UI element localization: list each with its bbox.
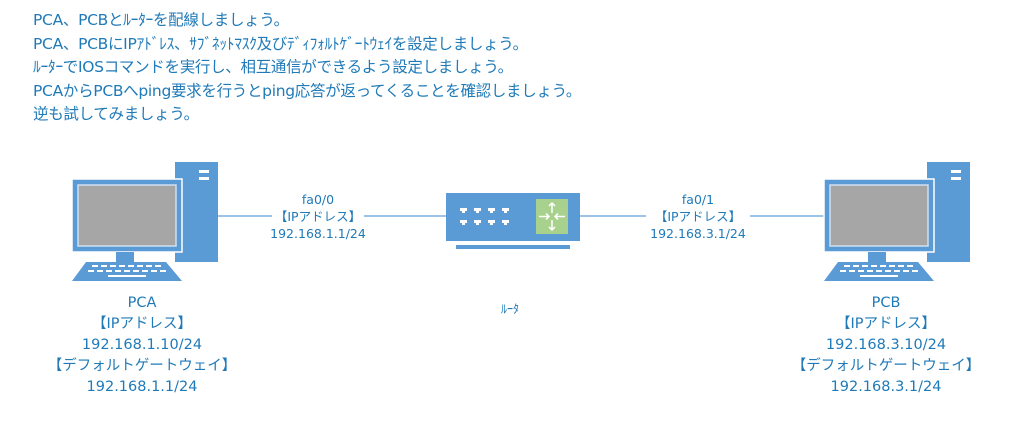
instruction-line: PCAからPCBへping要求を行うとping応答が返ってくることを確認しましょ… [33, 81, 582, 100]
host-name: PCA [127, 295, 157, 311]
gateway-address: 192.168.1.1/24 [86, 379, 198, 395]
interface-name: fa0/1 [681, 192, 715, 207]
ip-heading: 【IPアドレス】 [274, 209, 362, 224]
instruction-line: PCA、PCBとﾙｰﾀｰを配線しましょう。 [33, 11, 289, 29]
ip-address: 192.168.1.1/24 [270, 226, 366, 241]
gateway-address: 192.168.3.1/24 [830, 379, 942, 395]
instruction-line: ﾙｰﾀｰでIOSコマンドを実行し、相互通信ができるよう設定しましょう。 [33, 58, 513, 77]
router-icon [446, 193, 580, 249]
link-label-fa0-0: fa0/0 【IPアドレス】 192.168.1.1/24 [248, 191, 388, 242]
host-label-pca: PCA 【IPアドレス】 192.168.1.10/24 【デフォルトゲートウェ… [22, 293, 262, 398]
ip-heading: 【IPアドレス】 [835, 316, 937, 332]
host-name: PCB [871, 295, 901, 311]
instructions: PCA、PCBとﾙｰﾀｰを配線しましょう。 PCA、PCBにIPｱﾄﾞﾚｽ、ｻﾌ… [33, 9, 581, 127]
ip-address: 192.168.3.1/24 [650, 226, 746, 241]
instruction-line: PCA、PCBにIPｱﾄﾞﾚｽ、ｻﾌﾞﾈｯﾄﾏｽｸ及びﾃﾞｨﾌｫﾙﾄｹﾞｰﾄｳｪ… [33, 34, 528, 53]
gateway-heading: 【デフォルトゲートウェイ】 [47, 358, 237, 374]
link-label-fa0-1: fa0/1 【IPアドレス】 192.168.3.1/24 [628, 191, 768, 242]
interface-name: fa0/0 [301, 192, 335, 207]
ip-heading: 【IPアドレス】 [91, 316, 193, 332]
ip-heading: 【IPアドレス】 [654, 209, 742, 224]
gateway-heading: 【デフォルトゲートウェイ】 [791, 358, 981, 374]
pc-icon [71, 162, 218, 281]
ip-address: 192.168.1.10/24 [81, 337, 203, 353]
host-label-pcb: PCB 【IPアドレス】 192.168.3.10/24 【デフォルトゲートウェ… [766, 293, 1006, 398]
router-label: ﾙｰﾀ [500, 302, 519, 316]
instruction-line: 逆も試してみましょう。 [33, 105, 199, 124]
ip-address: 192.168.3.10/24 [825, 337, 947, 353]
pc-icon [823, 162, 970, 281]
